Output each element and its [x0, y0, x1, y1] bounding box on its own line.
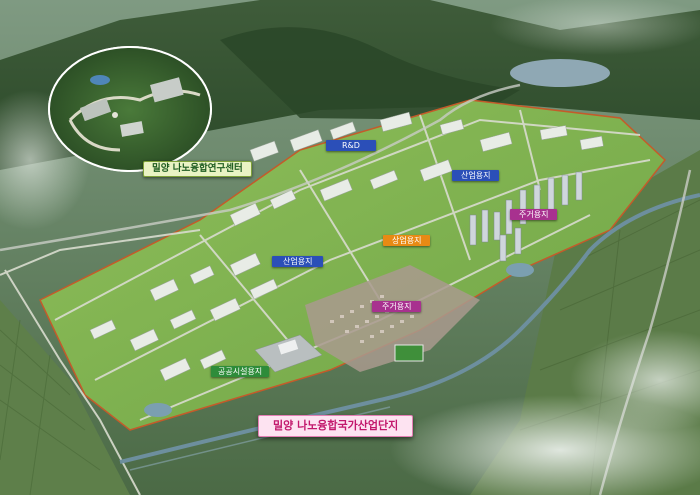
commercial-zone-label: 상업용지 [383, 235, 431, 246]
industrial-zone-label-left: 산업용지 [272, 256, 324, 267]
residential-zone-label-center: 주거용지 [372, 301, 422, 312]
mountain-ridge [220, 27, 520, 121]
research-center-label: 밀양 나노융합연구센터 [143, 161, 252, 177]
rnd-zone-label: R&D [326, 140, 376, 151]
high-rise-towers [469, 171, 583, 262]
building-blocks [89, 111, 604, 382]
pond-left [144, 403, 172, 417]
industrial-zone-label-top: 산업용지 [452, 170, 500, 181]
farmland-left [0, 300, 130, 495]
highway [0, 83, 521, 252]
reservoir [510, 59, 610, 87]
research-center-inset [48, 46, 212, 172]
public-facility-zone-label: 공공시설용지 [211, 366, 270, 377]
sports-field [394, 344, 424, 362]
complex-name-banner: 밀양 나노융합국가산업단지 [258, 415, 414, 437]
residential-zone-label-right: 주거용지 [510, 209, 558, 220]
cloud-top [490, 0, 700, 55]
low-rise-housing [305, 265, 480, 372]
pond-right [506, 263, 534, 277]
public-facility-plaza [254, 334, 323, 373]
cloud-right [570, 330, 700, 430]
